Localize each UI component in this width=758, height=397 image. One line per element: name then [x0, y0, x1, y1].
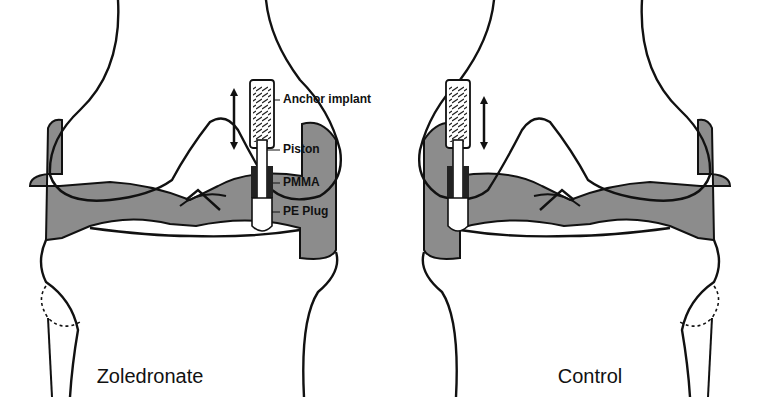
panel-caption: Zoledronate: [97, 365, 204, 387]
part-label: PMMA: [283, 176, 320, 189]
part-label: Anchor implant: [283, 93, 371, 106]
panel-caption: Control: [558, 365, 622, 387]
part-label: PE Plug: [283, 205, 328, 218]
part-label: Piston: [283, 143, 320, 156]
